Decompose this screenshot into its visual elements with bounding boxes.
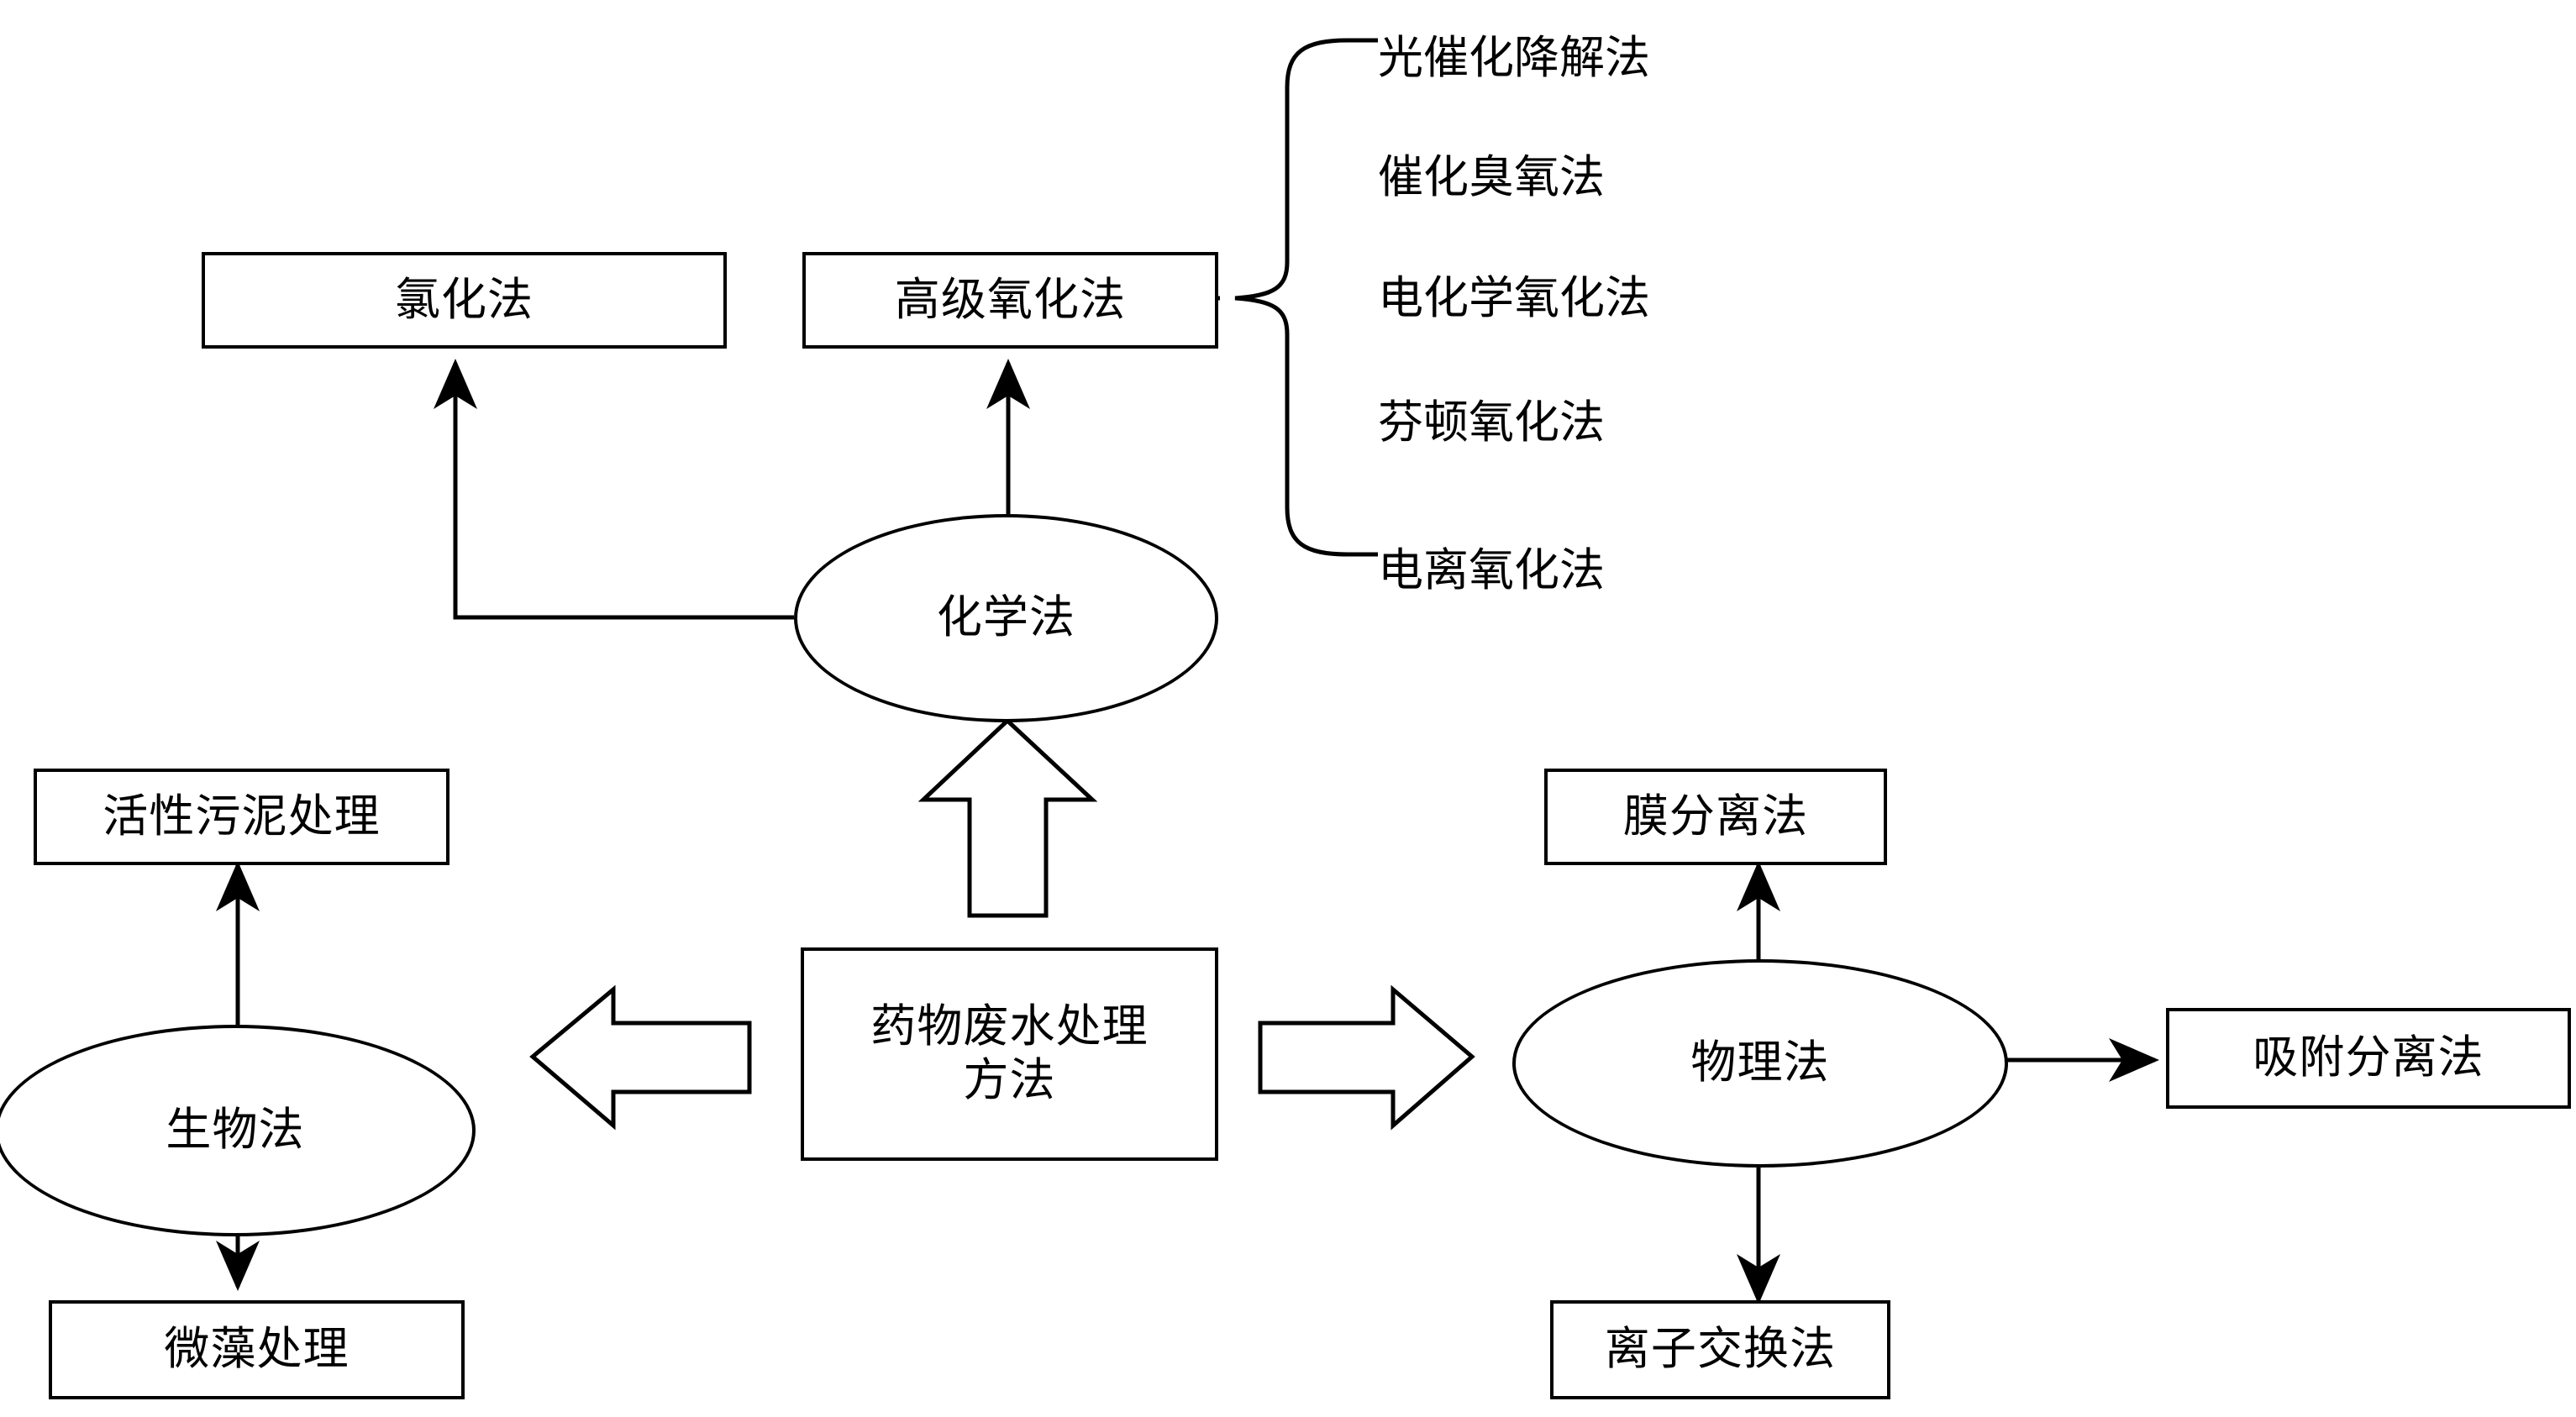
leaf-photocatalytic-degradation: 光催化降解法 — [1378, 33, 1650, 83]
node-microalgae-treatment-label: 微藻处理 — [164, 1324, 350, 1375]
node-ion-exchange[interactable]: 离子交换法 — [1550, 1300, 1890, 1399]
node-chlorination-label: 氯化法 — [394, 274, 534, 325]
node-chemical-method[interactable]: 化学法 — [794, 514, 1218, 722]
node-root-pharmaceutical-wastewater[interactable]: 药物废水处理方法 — [801, 947, 1218, 1161]
node-microalgae-treatment[interactable]: 微藻处理 — [49, 1300, 465, 1399]
leaf-ionizing-oxidation: 电离氧化法 — [1378, 545, 1605, 596]
block-arrow-left-to-biological — [529, 984, 752, 1131]
node-activated-sludge-label: 活性污泥处理 — [103, 790, 381, 842]
node-advanced-oxidation-label: 高级氧化法 — [894, 274, 1127, 325]
node-ion-exchange-label: 离子交换法 — [1604, 1324, 1837, 1375]
node-chlorination[interactable]: 氯化法 — [202, 252, 727, 349]
leaf-catalytic-ozonation: 催化臭氧法 — [1378, 152, 1605, 202]
node-physical-method-label: 物理法 — [1690, 1037, 1830, 1089]
block-arrow-up-to-chemical — [917, 717, 1098, 918]
node-biological-method-label: 生物法 — [166, 1105, 305, 1156]
node-adsorption-separation[interactable]: 吸附分离法 — [2166, 1008, 2571, 1109]
leaf-electrochemical-oxidation: 电化学氧化法 — [1378, 273, 1650, 323]
connector-chemical-to-chlorination — [434, 359, 794, 620]
node-activated-sludge[interactable]: 活性污泥处理 — [34, 769, 449, 865]
node-membrane-separation-label: 膜分离法 — [1622, 790, 1809, 842]
node-chemical-method-label: 化学法 — [936, 592, 1076, 643]
node-biological-method[interactable]: 生物法 — [0, 1025, 476, 1236]
block-arrow-right-to-physical — [1258, 984, 1475, 1131]
node-advanced-oxidation[interactable]: 高级氧化法 — [802, 252, 1218, 349]
node-membrane-separation[interactable]: 膜分离法 — [1544, 769, 1887, 865]
node-adsorption-separation-label: 吸附分离法 — [2253, 1032, 2484, 1084]
leaf-fenton-oxidation: 芬顿氧化法 — [1378, 397, 1605, 448]
node-root-label: 药物废水处理方法 — [870, 1001, 1149, 1105]
node-physical-method[interactable]: 物理法 — [1512, 959, 2008, 1168]
